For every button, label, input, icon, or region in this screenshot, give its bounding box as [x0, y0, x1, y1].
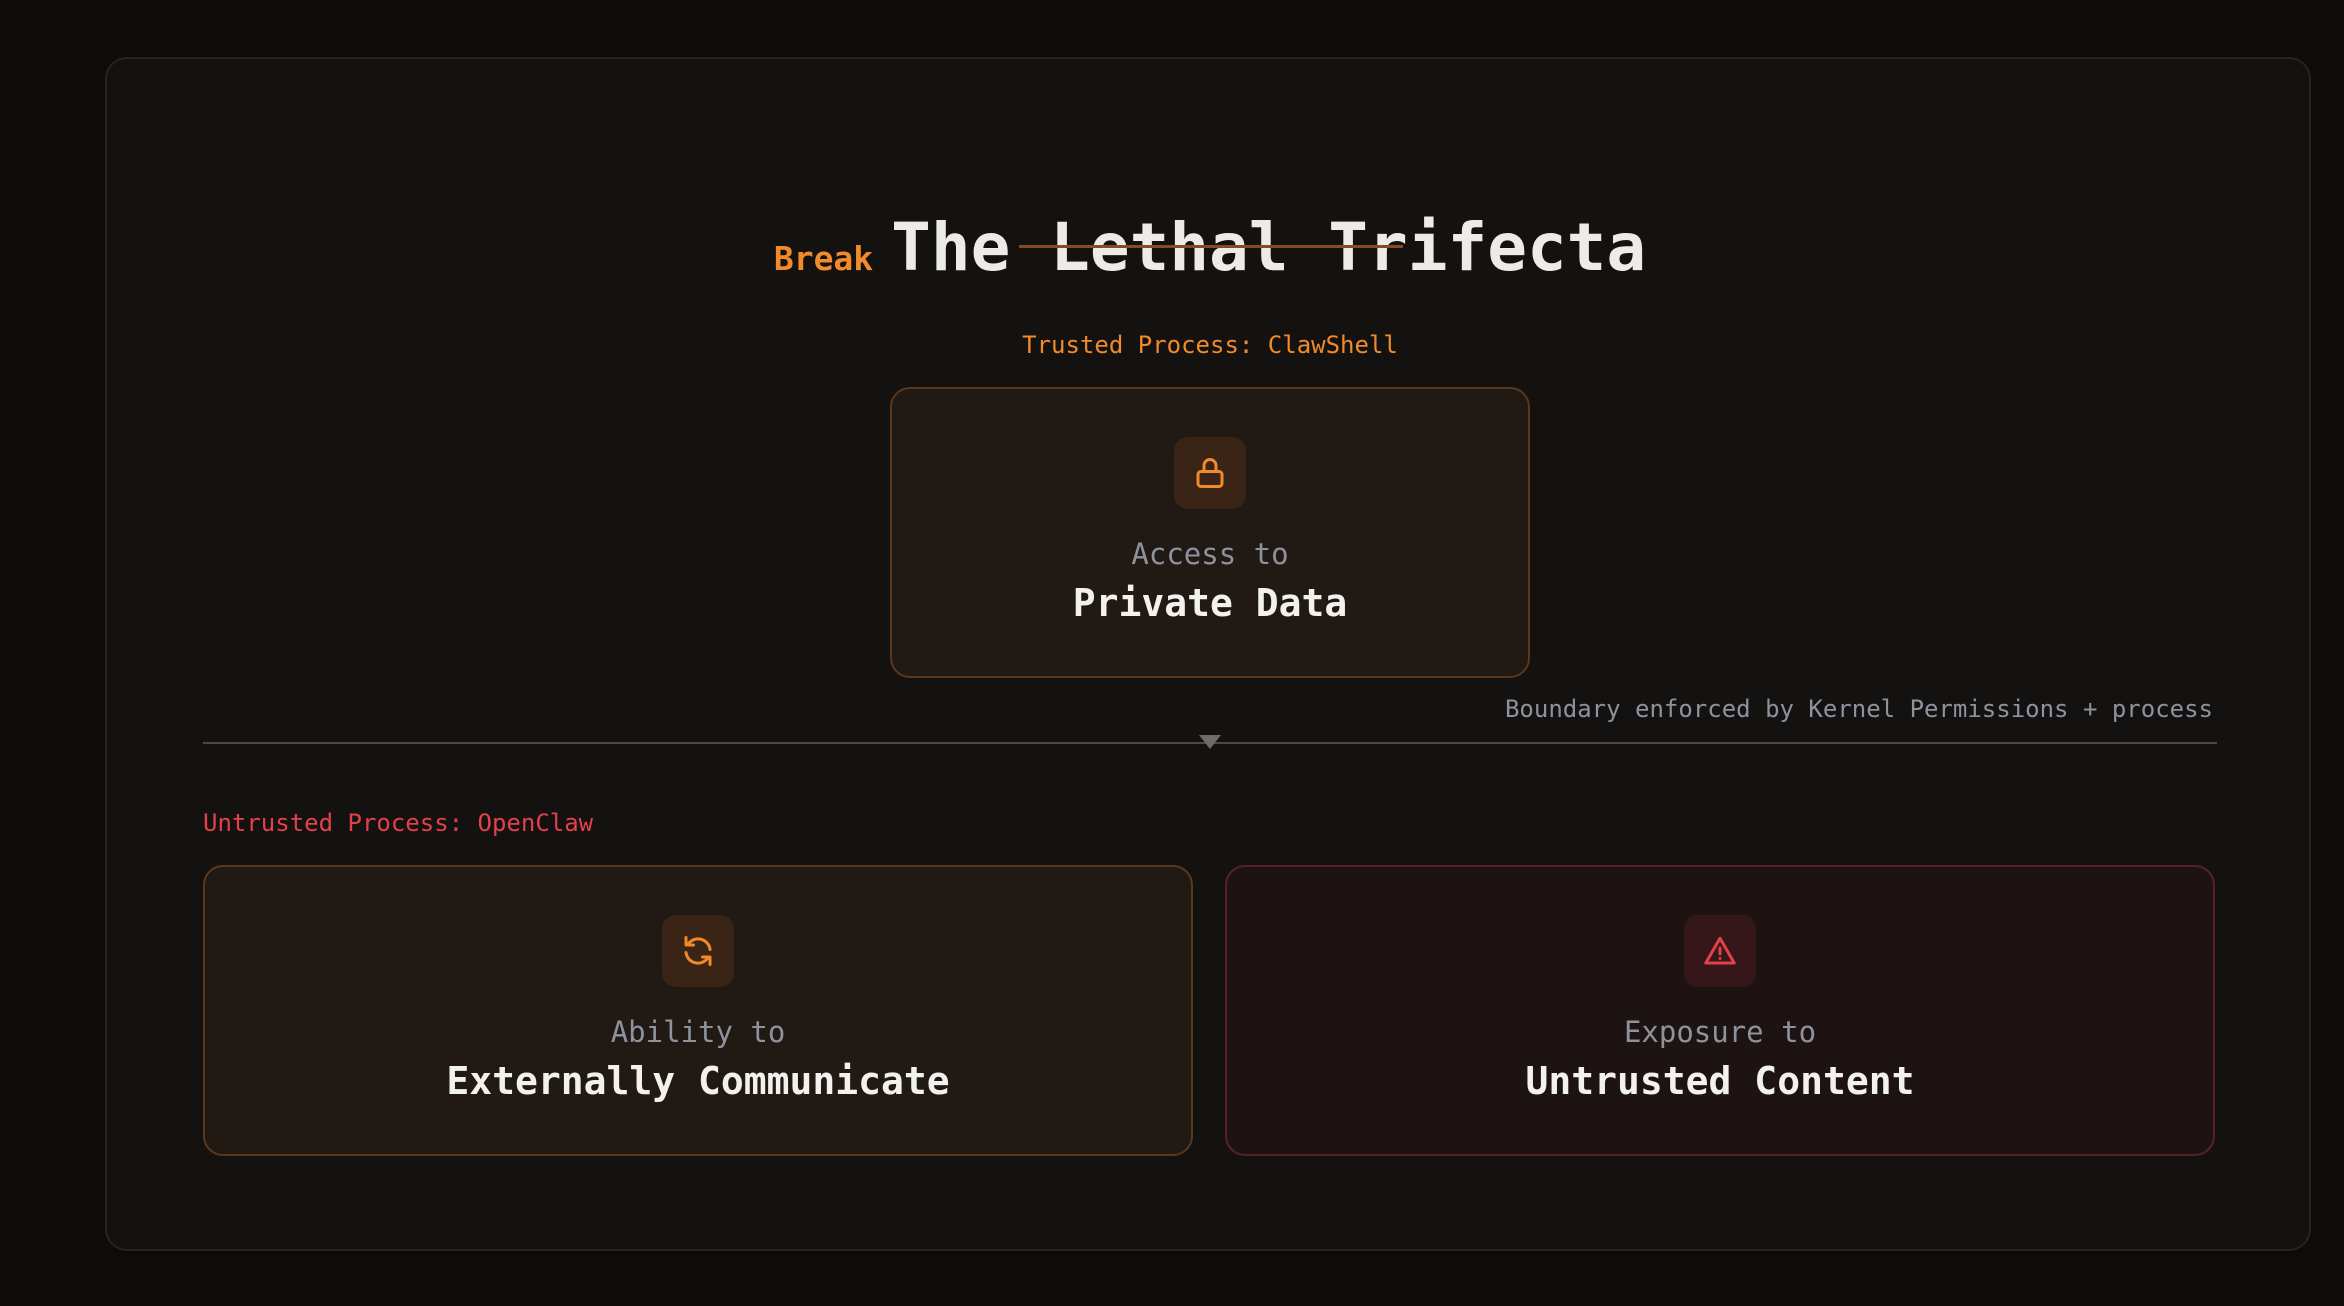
untrusted-content-title: Untrusted Content: [1525, 1059, 1915, 1103]
trusted-process-label: Trusted Process: ClawShell: [1022, 331, 1398, 359]
private-data-title: Private Data: [1072, 581, 1348, 625]
external-communication-card: Ability to Externally Communicate: [203, 865, 1193, 1156]
untrusted-content-subtitle: Exposure to: [1623, 1015, 1817, 1049]
lock-icon: [1174, 437, 1246, 509]
title-underline: [1019, 245, 1403, 248]
private-data-subtitle: Access to: [1131, 537, 1289, 571]
boundary-arrow-icon: [1199, 735, 1221, 749]
untrusted-content-card: Exposure to Untrusted Content: [1225, 865, 2215, 1156]
untrusted-process-label: Untrusted Process: OpenClaw: [203, 809, 594, 837]
title-tag: Break: [773, 239, 874, 278]
warning-icon: [1684, 915, 1756, 987]
refresh-icon: [662, 915, 734, 987]
private-data-card: Access to Private Data: [890, 387, 1530, 678]
external-communication-title: Externally Communicate: [446, 1059, 950, 1103]
external-communication-subtitle: Ability to: [610, 1015, 786, 1049]
boundary-caption: Boundary enforced by Kernel Permissions …: [1504, 695, 2213, 723]
